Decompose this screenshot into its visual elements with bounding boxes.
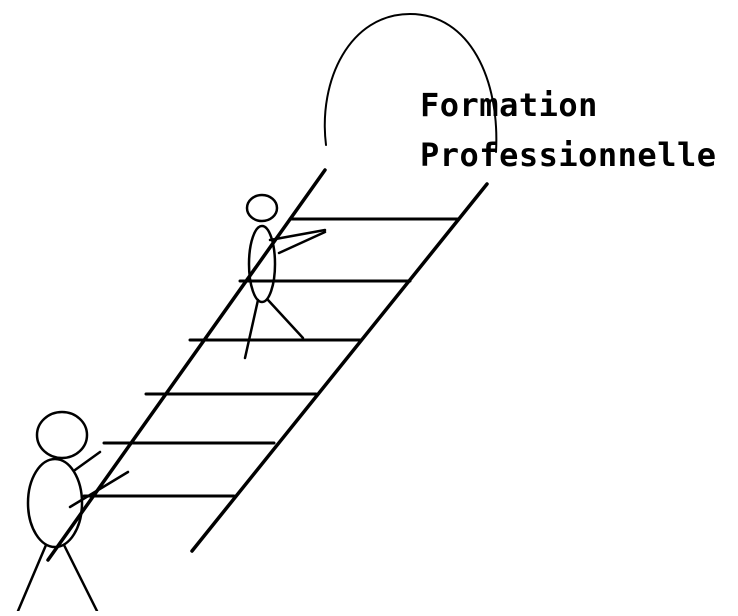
climbing-figure-leg — [266, 298, 305, 340]
ladder-right-rail — [190, 182, 489, 553]
ladder-left-rail — [46, 168, 327, 562]
standing-figure-body — [26, 457, 84, 549]
caption-line-2: Professionnelle — [420, 136, 717, 174]
standing-figure-arm — [73, 450, 102, 472]
climbing-figure-head — [245, 193, 279, 223]
standing-figure-head — [35, 410, 89, 460]
climbing-figure-body — [247, 224, 277, 304]
climbing-figure-arm — [277, 230, 327, 255]
caption-line-1: Formation — [420, 86, 598, 124]
climbing-figure-leg — [243, 298, 260, 360]
caption: Formation Professionnelle — [420, 80, 730, 180]
standing-figure-leg — [62, 543, 99, 613]
standing-figure-arm — [68, 470, 130, 509]
arch — [323, 12, 498, 153]
standing-figure-leg — [16, 543, 48, 613]
climbing-figure-arm — [268, 228, 327, 242]
